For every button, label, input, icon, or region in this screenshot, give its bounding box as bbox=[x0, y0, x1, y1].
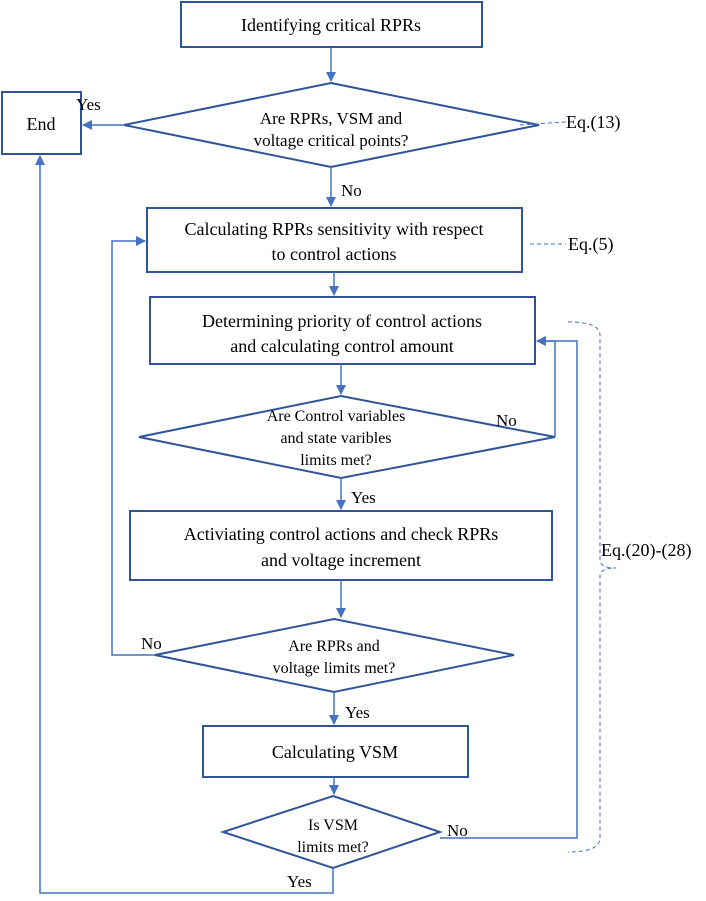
sensitivity-line-1: Calculating RPRs sensitivity with respec… bbox=[185, 219, 484, 239]
label-yes-to-end: Yes bbox=[76, 95, 101, 114]
end-box: End bbox=[1, 91, 82, 155]
critical-points-line-2: voltage critical points? bbox=[254, 131, 409, 150]
connectors bbox=[35, 47, 578, 894]
critical-points-decision: Are RPRs, VSM and voltage critical point… bbox=[123, 81, 540, 169]
eq20-28-bracket bbox=[567, 321, 617, 853]
vsm-limits-decision: Is VSM limits met? bbox=[219, 794, 444, 870]
vsm-limits-line-1: Is VSM bbox=[308, 817, 358, 834]
control-limits-line-3: limits met? bbox=[300, 452, 372, 469]
equation-callouts bbox=[519, 121, 617, 853]
vsm-label: Calculating VSM bbox=[272, 742, 398, 762]
arrow-vsm-yes-to-end bbox=[35, 155, 334, 894]
control-limits-line-1: Are Control variables bbox=[267, 408, 406, 425]
arrow-limits-no-loop bbox=[536, 336, 556, 437]
arrow-vsm-no-loop bbox=[440, 336, 578, 839]
end-label: End bbox=[27, 114, 56, 134]
priority-box: Determining priority of control actions … bbox=[149, 296, 536, 365]
arrow-rpr-no-loop bbox=[111, 236, 155, 656]
label-yes-to-vsm: Yes bbox=[345, 703, 370, 722]
eq13-label: Eq.(13) bbox=[566, 112, 620, 133]
eq13-leader bbox=[519, 121, 567, 126]
label-no-limits-loop: No bbox=[496, 411, 517, 430]
label-no-rpr-loop: No bbox=[141, 634, 162, 653]
label-no-to-sensitivity: No bbox=[341, 181, 362, 200]
priority-line-1: Determining priority of control actions bbox=[202, 311, 482, 331]
rpr-limits-decision: Are RPRs and voltage limits met? bbox=[154, 617, 515, 694]
eq5-label: Eq.(5) bbox=[568, 234, 613, 255]
activate-line-2: and voltage increment bbox=[261, 550, 421, 570]
control-limits-decision: Are Control variables and state varibles… bbox=[138, 394, 556, 480]
vsm-limits-line-2: limits met? bbox=[297, 839, 369, 856]
activate-line-1: Activiating control actions and check RP… bbox=[184, 524, 498, 544]
control-limits-line-2: and state varibles bbox=[280, 430, 391, 447]
rpr-limits-line-2: voltage limits met? bbox=[273, 660, 396, 677]
identify-box: Identifying critical RPRs bbox=[180, 1, 483, 48]
label-yes-to-activate: Yes bbox=[351, 488, 376, 507]
priority-line-2: and calculating control amount bbox=[230, 336, 453, 356]
rpr-limits-line-1: Are RPRs and bbox=[288, 638, 380, 655]
eq20-28-label: Eq.(20)-(28) bbox=[601, 540, 691, 561]
critical-points-line-1: Are RPRs, VSM and bbox=[260, 109, 403, 128]
activate-box: Activiating control actions and check RP… bbox=[129, 510, 553, 581]
vsm-box: Calculating VSM bbox=[202, 725, 469, 778]
label-no-vsm-loop: No bbox=[447, 821, 468, 840]
identify-label: Identifying critical RPRs bbox=[241, 15, 421, 35]
sensitivity-line-2: to control actions bbox=[272, 244, 397, 264]
label-yes-vsm-to-end: Yes bbox=[287, 872, 312, 891]
sensitivity-box: Calculating RPRs sensitivity with respec… bbox=[146, 207, 523, 273]
